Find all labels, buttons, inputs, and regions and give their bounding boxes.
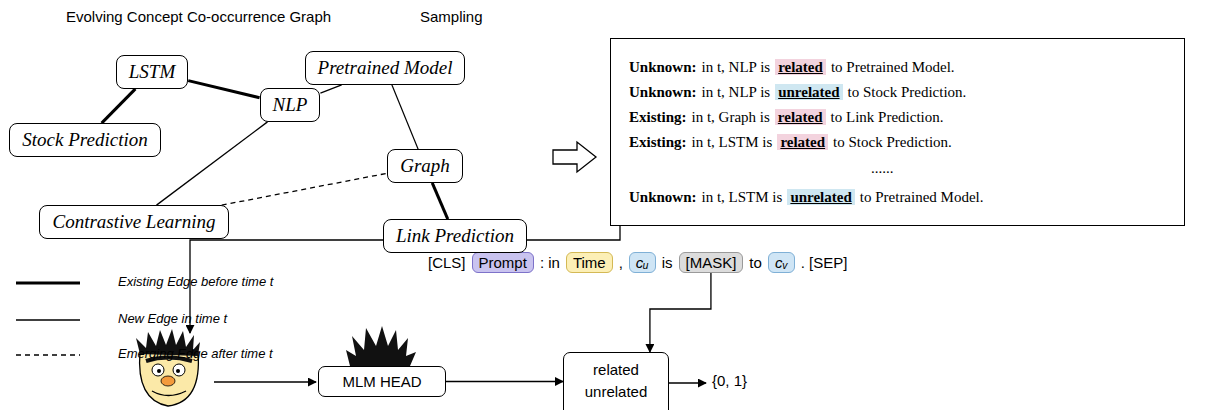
template-token: to	[749, 254, 762, 271]
sample-text: in t, LSTM is	[702, 189, 783, 205]
concept-box: Link Prediction	[383, 219, 527, 253]
sample-kind: Existing:	[629, 134, 687, 150]
edge-line	[102, 89, 136, 123]
concept-name: Graph	[400, 155, 450, 176]
sample-text: in t, NLP is	[702, 84, 771, 100]
bert-hair	[346, 326, 416, 366]
concept-name: NLP	[273, 94, 308, 115]
concept-box: LSTM	[116, 55, 188, 89]
output-box: relatedunrelated	[563, 352, 669, 410]
concept-box: Stock Prediction	[9, 123, 160, 157]
sample-text: in t, NLP is	[702, 59, 771, 75]
template-token: is	[662, 254, 673, 271]
template-token: ,	[619, 254, 623, 271]
legend-text: Emerging Edge after time t	[118, 346, 273, 361]
sample-line: Existing: in t, Graph is related to Link Pr…	[629, 109, 948, 126]
concept-box: Contrastive Learning	[39, 205, 228, 239]
bert-face	[136, 329, 200, 406]
concept-name: Pretrained Model	[318, 57, 453, 78]
template-token: [CLS]	[428, 254, 466, 271]
edge-line	[392, 85, 418, 149]
concept-name: Link Prediction	[396, 225, 514, 246]
template-slot: cᵥ	[768, 252, 795, 273]
sample-line: ......	[871, 160, 899, 177]
edge-line	[446, 381, 563, 382]
template-token: . [SEP]	[801, 254, 848, 271]
hollow-arrow	[553, 142, 596, 172]
sample-kind: Unknown:	[629, 59, 697, 75]
relation-tag: unrelated	[787, 189, 854, 205]
legend-line-sample	[16, 354, 80, 355]
edge-line	[320, 85, 341, 93]
output-word: unrelated	[564, 381, 668, 403]
template-slot: cᵤ	[629, 252, 656, 273]
leader-arrow	[669, 382, 706, 383]
sample-kind: Existing:	[629, 109, 687, 125]
edge-line	[188, 81, 259, 98]
template-row: [CLS] Prompt : in Time, cᵤis [MASK] tocᵥ . [SEP…	[428, 252, 847, 273]
ellipsis: ......	[871, 160, 894, 176]
relation-tag: related	[775, 59, 826, 75]
slot-text: cᵥ	[775, 254, 788, 271]
relation-tag: related	[775, 109, 826, 125]
template-token: : in	[540, 254, 560, 271]
sample-line: Unknown: in t, NLP isunrelated to Stock Pr…	[629, 84, 971, 101]
edge-line	[650, 273, 711, 352]
legend-text: New Edge in time t	[118, 311, 227, 326]
template-slot: [MASK]	[679, 252, 744, 273]
sample-kind: Unknown:	[629, 189, 697, 205]
legend-line-sample	[16, 282, 80, 285]
sample-line: Unknown: in t, LSTM isunrelated to Pretrai…	[629, 189, 989, 206]
sample-line: Existing: in t, LSTM isrelated to Stock Pr…	[629, 134, 957, 151]
caption-label: Evolving Concept Co-occurrence Graph	[66, 8, 331, 25]
caption-label: {0, 1}	[712, 372, 747, 389]
sample-text: to Link Prediction.	[831, 109, 944, 125]
concept-box: Graph	[387, 149, 463, 183]
edge-line	[222, 173, 387, 205]
edge-line	[432, 183, 448, 219]
leader-arrow	[214, 381, 316, 382]
concept-name: LSTM	[129, 61, 175, 82]
concept-name: Contrastive Learning	[52, 211, 215, 232]
legend-line-sample	[16, 319, 80, 320]
output-word: related	[564, 359, 668, 381]
sample-text: to Stock Prediction.	[833, 134, 952, 150]
slot-text: cᵤ	[636, 254, 649, 271]
concept-name: Stock Prediction	[22, 129, 147, 150]
caption-label: Sampling	[420, 8, 483, 25]
sample-line: Unknown: in t, NLP isrelated to Pretrained…	[629, 59, 960, 76]
sample-text: to Pretrained Model.	[860, 189, 984, 205]
sample-text: in t, LSTM is	[692, 134, 773, 150]
sample-text: to Pretrained Model.	[831, 59, 955, 75]
concept-box: Pretrained Model	[305, 51, 466, 85]
sample-text: in t, Graph is	[692, 109, 770, 125]
box-text: MLM HEAD	[342, 373, 421, 390]
relation-tag: related	[777, 134, 828, 150]
sample-text: to Stock Prediction.	[848, 84, 967, 100]
edge-line	[156, 122, 267, 205]
relation-tag: unrelated	[775, 84, 842, 100]
slot-text: [MASK]	[686, 254, 737, 271]
sampling-box: Unknown:in t, NLP isrelatedto Pretrained…	[610, 38, 1185, 226]
slot-text: Time	[573, 254, 606, 271]
slot-text: Prompt	[479, 254, 527, 271]
template-slot: Prompt	[472, 252, 534, 273]
mlm-head-box: MLM HEAD	[318, 366, 446, 397]
template-slot: Time	[566, 252, 613, 273]
sample-kind: Unknown:	[629, 84, 697, 100]
legend-text: Existing Edge before time t	[118, 274, 273, 289]
concept-box: NLP	[260, 88, 321, 122]
